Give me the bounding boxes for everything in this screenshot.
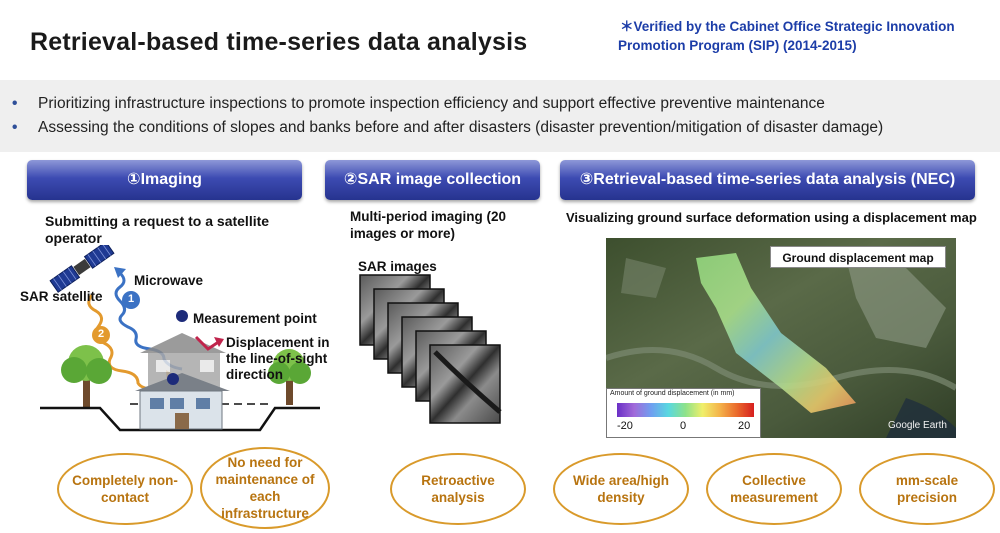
feature-oval: No need for maintenance of each infrastr… [200, 447, 330, 529]
legend-tick: 20 [738, 420, 751, 432]
feature-oval: Collective measurement [706, 453, 842, 525]
microwave-label: Microwave [134, 273, 204, 288]
bullet-item: • Assessing the conditions of slopes and … [10, 116, 1000, 140]
bullet-marker: • [12, 119, 18, 136]
displacement-label: Displacement in the line-of-sight direct… [226, 335, 330, 382]
feature-label: Completely non-contact [72, 473, 178, 505]
note-line-2: Promotion Program (SIP) (2014-2015) [618, 38, 857, 53]
feature-label: mm-scale precision [895, 473, 959, 505]
orange-wave [87, 294, 169, 391]
tree-icon [268, 349, 311, 405]
sar-satellite-label: SAR satellite [20, 289, 103, 304]
map-legend: Amount of ground displacement (in mm) -2… [606, 388, 761, 438]
feature-oval: Wide area/high density [553, 453, 689, 525]
bullet-text: Assessing the conditions of slopes and b… [38, 119, 884, 136]
map-title: Ground displacement map [770, 246, 946, 268]
displacement-overlay [696, 253, 856, 413]
measurement-point [167, 373, 179, 385]
bullet-text: Prioritizing infrastructure inspections … [38, 95, 825, 112]
displacement-arrow [194, 335, 221, 351]
sar-collection-header: ②SAR image collection [325, 160, 540, 200]
note-line-1: ＊Verified by the Cabinet Office Strategi… [620, 19, 955, 34]
sar-image-stack [359, 274, 502, 424]
legend-title: Amount of ground displacement (in mm) [610, 390, 735, 397]
feature-label: Wide area/high density [573, 473, 669, 505]
bullet-marker: • [12, 95, 18, 112]
feature-oval: Completely non-contact [57, 453, 193, 525]
ground-line [40, 406, 320, 432]
feature-label: No need for maintenance of each infrastr… [215, 455, 315, 521]
step-1-label: 1 [127, 293, 135, 305]
bullet-item: • Prioritizing infrastructure inspections… [10, 92, 1000, 116]
legend-colorbar [617, 403, 754, 417]
tree-icon [61, 345, 112, 407]
sar-images-label: SAR images [358, 259, 437, 274]
step-2-label: 2 [97, 328, 105, 340]
house-icon [135, 373, 230, 430]
feature-label: Collective measurement [730, 473, 818, 505]
page-title: Retrieval-based time-series data analysi… [30, 28, 528, 56]
imaging-header: ①Imaging [27, 160, 302, 200]
feature-oval: Retroactive analysis [390, 453, 526, 525]
verification-note: ＊Verified by the Cabinet Office Strategi… [618, 17, 993, 55]
measurement-point [176, 310, 188, 322]
analysis-header: ③Retrieval-based time-series data analys… [560, 160, 975, 200]
visualizing-text: Visualizing ground surface deformation u… [566, 210, 977, 225]
legend-tick: 0 [680, 420, 687, 432]
map-credit: Google Earth [888, 420, 947, 431]
multi-period-text: Multi-period imaging (20 images or more) [350, 209, 507, 241]
measurement-point-label: Measurement point [193, 311, 317, 326]
feature-label: Retroactive analysis [421, 473, 495, 505]
request-text: Submitting a request to a satellite oper… [45, 213, 270, 246]
displaced-house [140, 333, 226, 388]
imaging-illustration [40, 245, 320, 432]
legend-tick: -20 [617, 420, 633, 432]
satellite-icon [49, 245, 115, 293]
feature-oval: mm-scale precision [859, 453, 995, 525]
bullet-panel: • Prioritizing infrastructure inspections… [0, 80, 1000, 152]
